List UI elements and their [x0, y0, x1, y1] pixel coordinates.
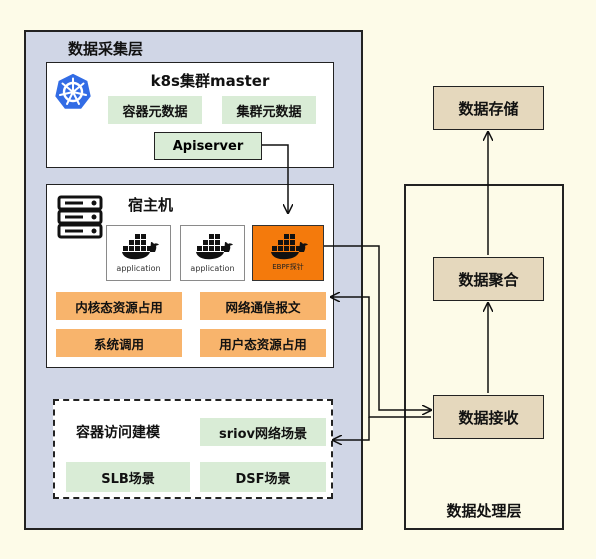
sriov-scenario-tag: sriov网络场景 [200, 418, 326, 446]
container-metadata-tag: 容器元数据 [108, 96, 202, 124]
server-icon [57, 195, 103, 239]
docker-whale-icon [271, 234, 308, 260]
data-aggregation-box: 数据聚合 [433, 257, 544, 301]
cluster-metadata-tag: 集群元数据 [222, 96, 316, 124]
ebpf-probe-container: EBPF探针 [252, 225, 324, 281]
docker-whale-icon [196, 234, 233, 260]
network-message-tag: 网络通信报文 [200, 292, 326, 320]
k8s-master-title: k8s集群master [150, 72, 270, 90]
collection-layer-title: 数据采集层 [68, 40, 144, 58]
docker-whale-icon [122, 234, 159, 260]
dsf-scenario-tag: DSF场景 [200, 462, 326, 492]
application-container-2: application [180, 225, 245, 281]
kernel-resource-tag: 内核态资源占用 [56, 292, 182, 320]
processing-layer-title: 数据处理层 [446, 502, 522, 520]
slb-scenario-tag: SLB场景 [66, 462, 190, 492]
apiserver-box: Apiserver [154, 132, 262, 160]
application-label: application [190, 264, 235, 273]
data-receive-box: 数据接收 [433, 395, 544, 439]
host-machine-title: 宿主机 [128, 196, 174, 214]
ebpf-probe-label: EBPF探针 [272, 263, 304, 271]
application-label: application [116, 264, 161, 273]
container-access-model-title: 容器访问建模 [76, 425, 160, 441]
data-storage-box: 数据存储 [433, 86, 544, 130]
user-resource-tag: 用户态资源占用 [200, 329, 326, 357]
kubernetes-logo-icon [53, 72, 93, 111]
data-processing-layer [404, 184, 564, 530]
application-container-1: application [106, 225, 171, 281]
syscall-tag: 系统调用 [56, 329, 182, 357]
